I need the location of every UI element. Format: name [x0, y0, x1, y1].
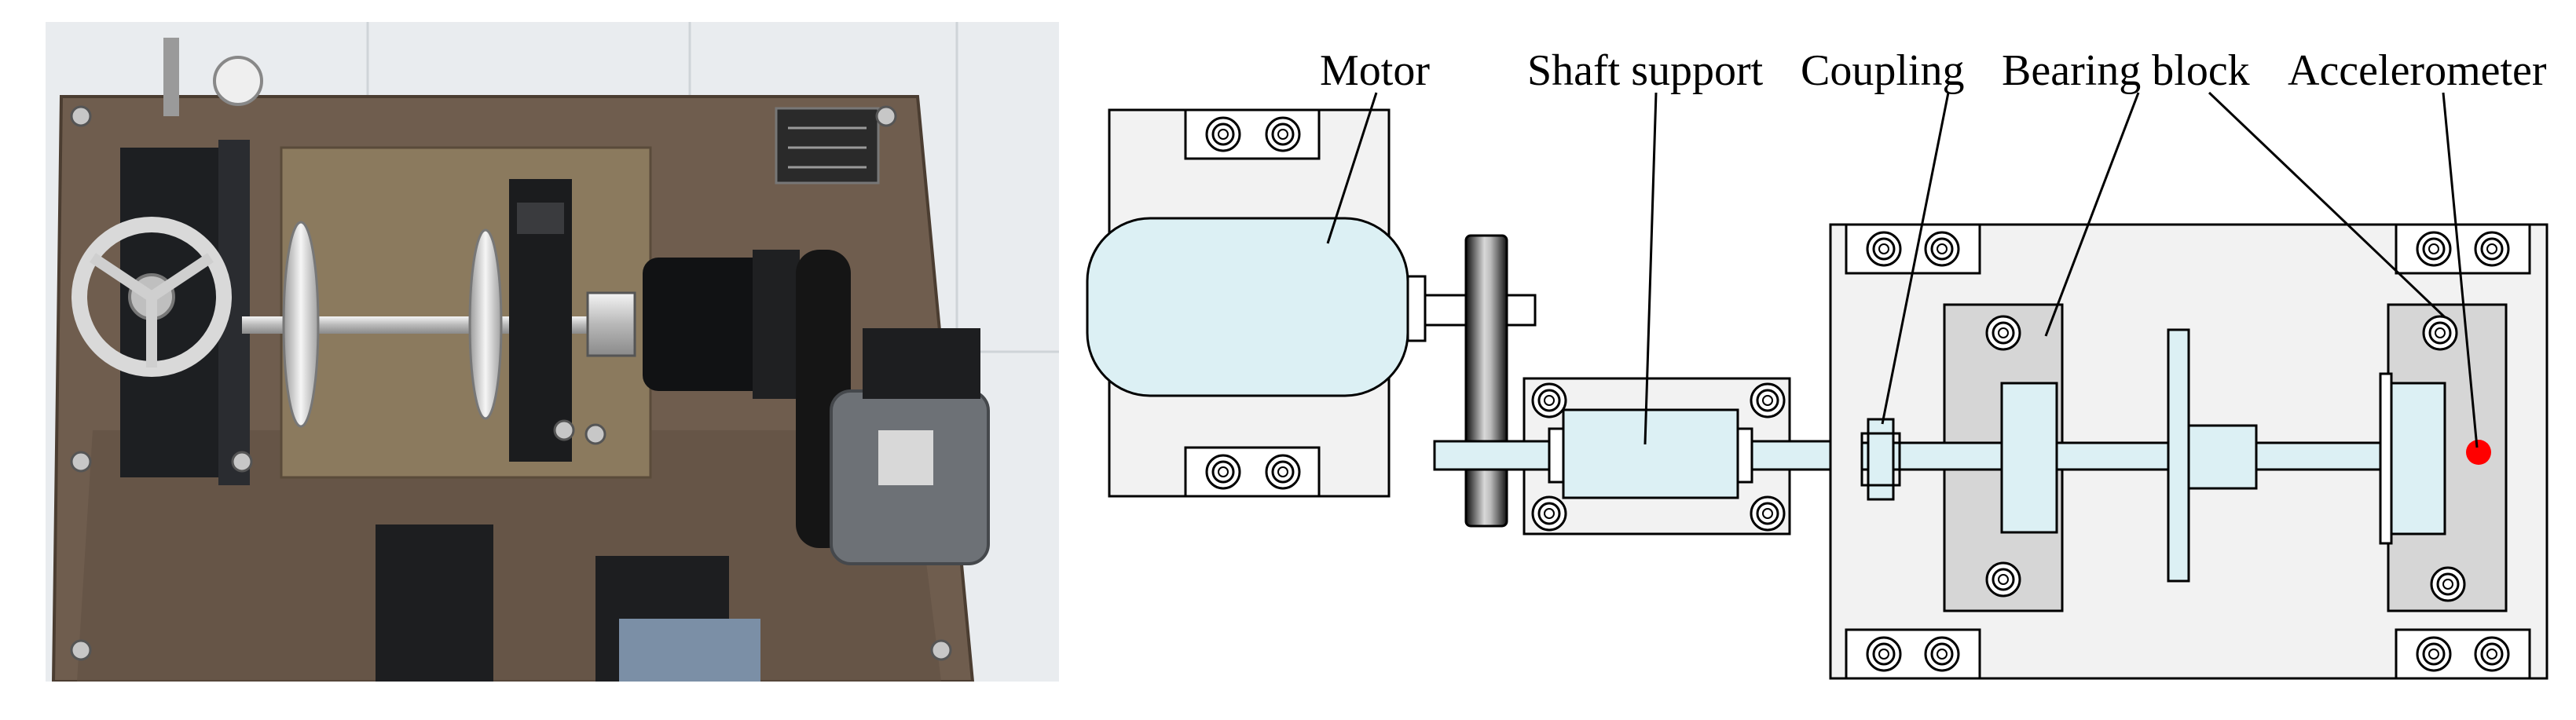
motor-body — [1086, 217, 1409, 397]
label-motor: Motor — [1320, 46, 1430, 95]
leader-bearing-block — [2044, 92, 2140, 337]
bolts — [70, 105, 952, 661]
coupling-body — [1867, 418, 1895, 501]
label-coupling: Coupling — [1801, 46, 1964, 95]
shaft-support-bearing-right — [1736, 427, 1753, 484]
rotor-disc-right — [468, 228, 503, 420]
coupling-hub — [1860, 432, 1901, 487]
test-rig-photo — [46, 22, 1059, 682]
accelerometer-sensor — [2466, 440, 2491, 465]
rotor-disc-left — [282, 221, 320, 428]
nameplate — [775, 107, 880, 185]
bearing-housing-left — [2000, 382, 2058, 534]
motor-shaft-flange — [1406, 275, 1427, 342]
leader-accelerometer-1 — [2208, 91, 2446, 319]
leader-coupling — [1881, 92, 1950, 425]
label-bearing-block: Bearing block — [2002, 46, 2250, 95]
flywheel — [1464, 234, 1508, 528]
shaft-main — [1860, 441, 2390, 471]
leader-accelerometer-2 — [2442, 92, 2479, 448]
coupling — [586, 291, 636, 357]
shaft-support-housing — [1562, 408, 1739, 499]
handwheel — [71, 217, 232, 377]
leader-motor — [1326, 92, 1378, 244]
leader-lines — [1326, 91, 2479, 448]
shaft-support-bearing-left — [1548, 427, 1565, 484]
rotor-hub — [2187, 424, 2258, 490]
rotor-disc — [2167, 328, 2190, 583]
lower-block-left — [376, 524, 493, 682]
label-shaft-support: Shaft support — [1527, 46, 1764, 95]
bearing-housing-right — [2387, 382, 2446, 535]
label-accelerometer: Accelerometer — [2288, 46, 2547, 95]
dial-gauge — [213, 56, 263, 106]
leader-shaft-support — [1643, 92, 1658, 445]
shaft-left — [1433, 440, 1565, 471]
